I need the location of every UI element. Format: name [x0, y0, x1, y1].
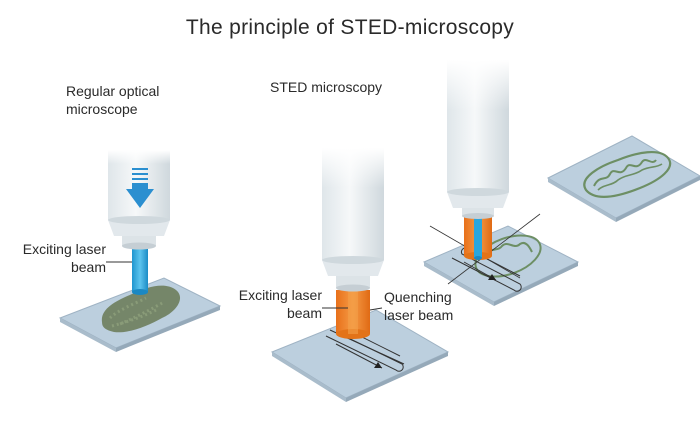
label-exciting-left-line1: Exciting laser	[22, 241, 106, 257]
objective-sted	[322, 148, 384, 292]
slide-result	[546, 135, 700, 222]
label-exciting-beam-left: Exciting laser beam	[14, 240, 106, 276]
objective-scan	[447, 60, 509, 219]
exciting-beam-regular	[132, 244, 148, 292]
result-group	[546, 135, 700, 222]
label-regular-line2: microscope	[66, 101, 138, 117]
sted-scan-group	[422, 60, 580, 306]
down-arrow-icon	[126, 168, 154, 208]
regular-microscope-group	[58, 150, 222, 352]
label-exciting-left-line2: beam	[70, 259, 106, 275]
label-regular-line1: Regular optical	[66, 83, 160, 99]
label-exciting-mid-line2: beam	[286, 305, 322, 321]
sted-microscope-group	[270, 148, 450, 402]
label-exciting-mid-line1: Exciting laser	[238, 287, 322, 303]
sample-blurred	[101, 285, 181, 333]
diagram-title: The principle of STED-microscopy	[185, 16, 515, 39]
sample-sharp	[583, 151, 672, 198]
label-exciting-beam-sted: Exciting laser beam	[226, 286, 322, 322]
label-quenching-line1: Quenching	[384, 289, 452, 305]
exciting-beam-scan	[474, 214, 482, 258]
label-regular-microscope: Regular optical microscope	[66, 82, 159, 118]
label-quenching-beam: Quenching laser beam	[384, 288, 453, 324]
slide-sted	[270, 309, 450, 402]
label-quenching-line2: laser beam	[384, 307, 454, 323]
label-sted-microscopy: STED microscopy	[270, 79, 383, 95]
